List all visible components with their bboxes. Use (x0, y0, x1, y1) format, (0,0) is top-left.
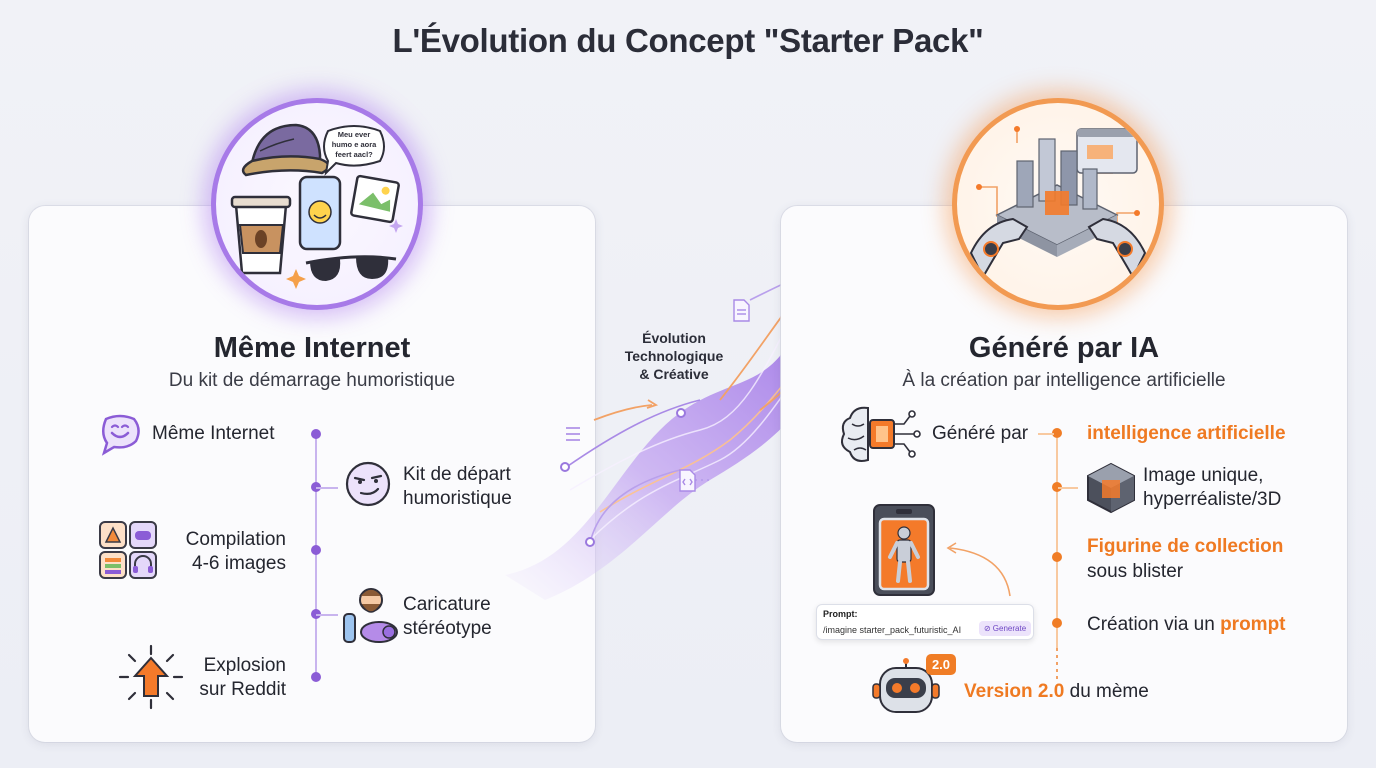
prompt-box: Prompt: /imagine starter_pack_futuristic… (816, 604, 1034, 640)
svg-text:feert aacl?: feert aacl? (335, 150, 373, 159)
timeline-dot (311, 672, 321, 682)
coffee-cup-icon (230, 195, 292, 275)
timeline-dot (311, 429, 321, 439)
version-badge: 2.0 (926, 654, 956, 675)
right-timeline-line (1056, 438, 1058, 648)
timeline-dot (1052, 618, 1062, 628)
baseball-cap-icon (241, 123, 330, 177)
right-item-ia-highlight: intelligence artificielle (1087, 423, 1286, 444)
right-item-version: Version 2.0 du mème (964, 681, 1149, 702)
evolution-label: Évolution Technologique & Créative (624, 330, 724, 382)
list-icon (566, 427, 580, 441)
prompt-title: Prompt: (823, 609, 858, 619)
link-icon: ⊘ (983, 624, 993, 633)
ui-window-icon (1076, 128, 1138, 174)
generate-button[interactable]: ⊘ Generate (979, 621, 1031, 636)
speech-bubble-icon: Meu ever humo e aora feert aacl? (323, 125, 385, 176)
document-icon (733, 299, 750, 322)
left-card-title: Même Internet (213, 332, 411, 364)
left-timeline-line (315, 434, 317, 678)
blister-figurine-icon (873, 504, 935, 596)
timeline-dot (311, 545, 321, 555)
ai-brain-chip-icon (841, 406, 921, 462)
curved-arrow (946, 542, 1011, 597)
code-file-icon (679, 469, 696, 492)
timeline-dot (1052, 428, 1062, 438)
left-item-meme-internet: Même Internet (152, 423, 275, 444)
image-grid-icon (99, 521, 157, 579)
smartphone-icon (298, 175, 342, 251)
smirk-face-icon (345, 461, 391, 507)
svg-text:Meu ever: Meu ever (338, 130, 371, 139)
right-item-genere-par: Généré par (932, 423, 1029, 444)
hipster-caricature-icon (343, 588, 398, 643)
prompt-text: /imagine starter_pack_futuristic_AI (823, 625, 962, 635)
photo-icon (350, 174, 400, 224)
right-card-subtitle: À la création par intelligence artificie… (902, 370, 1226, 391)
sunglasses-icon (305, 255, 397, 281)
explosion-arrow-icon (118, 644, 184, 710)
robot-hand-icon (969, 217, 1147, 280)
timeline-dot (1052, 552, 1062, 562)
robot-head-icon (872, 658, 940, 713)
right-card-title: Généré par IA (968, 332, 1160, 364)
right-item-image-unique: Image unique,hyperréaliste/3D (1143, 465, 1282, 510)
right-item-sous-blister: sous blister (1087, 561, 1184, 582)
smiling-speech-bubble-icon (101, 414, 140, 456)
3d-cube-icon (1087, 462, 1135, 514)
right-item-creation-prompt: Création via un prompt (1087, 614, 1286, 635)
timeline-dot (1052, 482, 1062, 492)
ai-illustration (952, 98, 1164, 310)
meme-illustration: Meu ever humo e aora feert aacl? (211, 98, 423, 310)
left-card-subtitle: Du kit de démarrage humoristique (168, 370, 456, 391)
svg-text:humo e aora: humo e aora (332, 140, 377, 149)
page-title: L'Évolution du Concept "Starter Pack" (392, 22, 984, 59)
right-item-figurine-highlight: Figurine de collection (1087, 536, 1284, 557)
